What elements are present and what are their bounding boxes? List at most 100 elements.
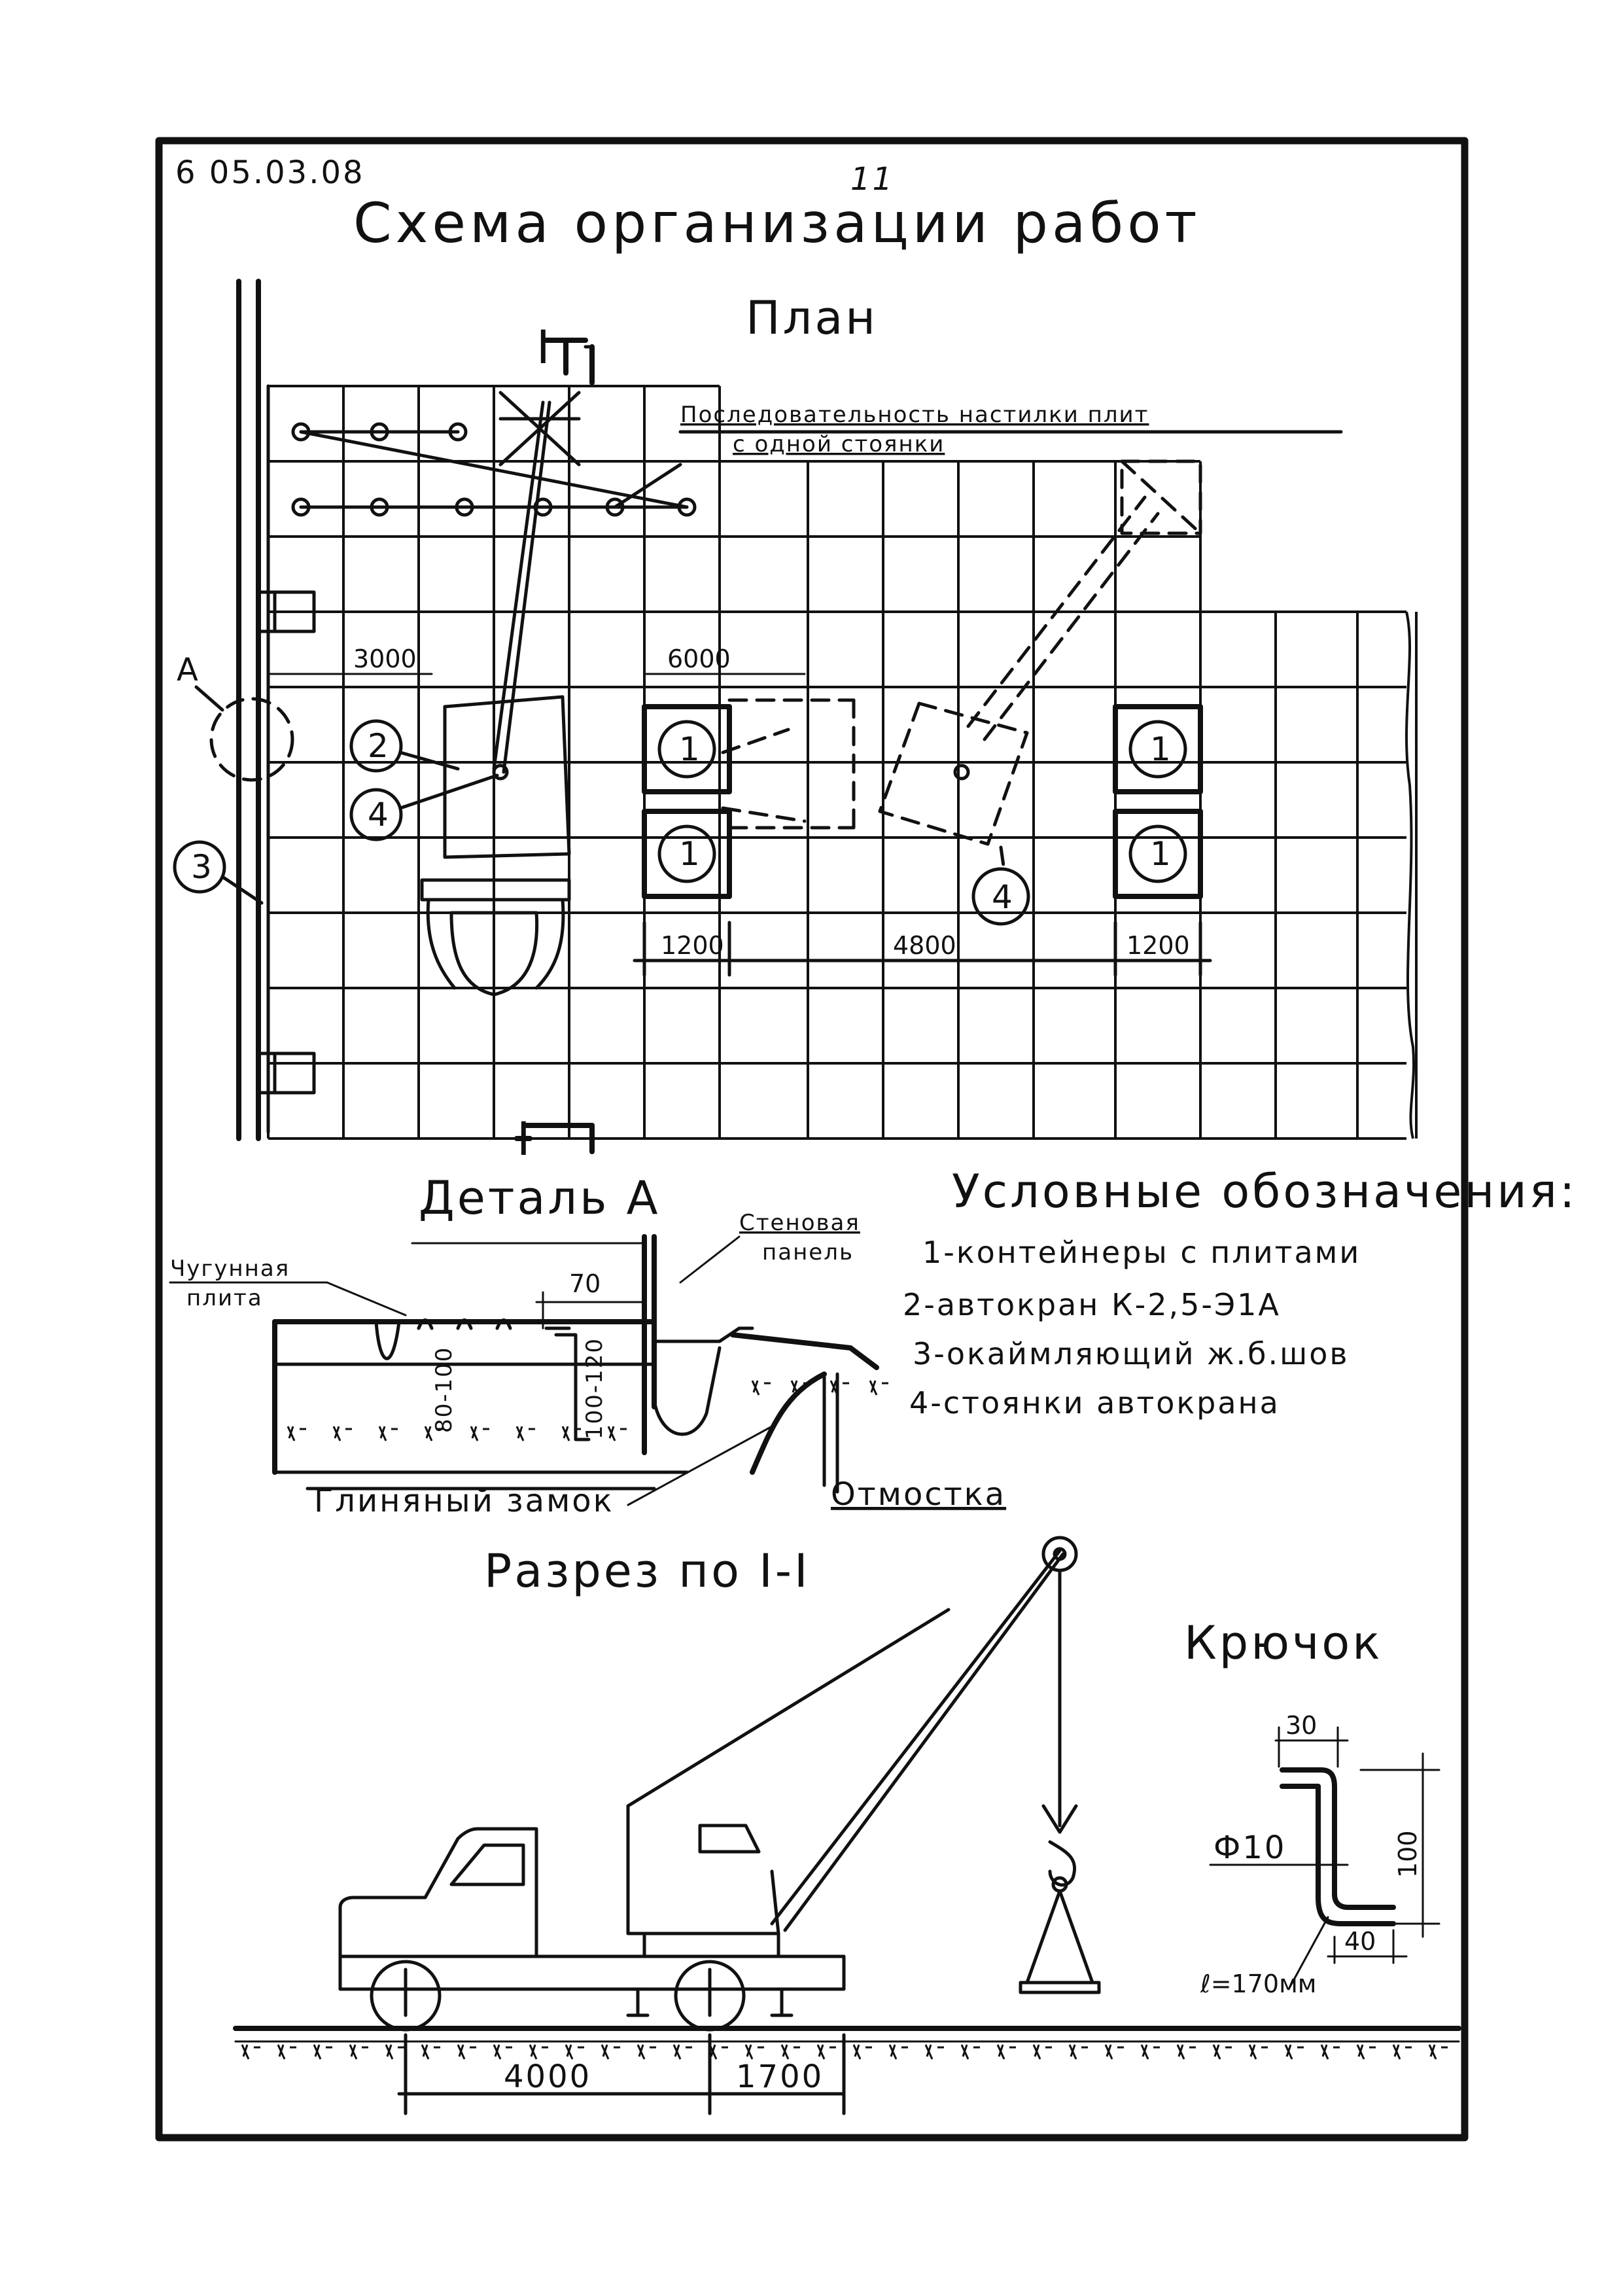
hatch-mark: [708, 2044, 728, 2060]
hatch-mark: [1212, 2044, 1232, 2060]
page-number: 11: [850, 161, 894, 198]
hatch-mark: [529, 2044, 548, 2060]
hatch-mark: [493, 2044, 512, 2060]
container-marker: 1: [1150, 730, 1171, 768]
hook-dim-30: 30: [1285, 1711, 1317, 1740]
hatch-mark: [561, 1426, 581, 1441]
hatch-mark: [241, 2044, 260, 2060]
hatch-mark: [349, 2044, 368, 2060]
hatch-mark: [816, 2044, 836, 2060]
crane-plan-dashed: [721, 459, 1202, 872]
section-mark-top: I: [536, 321, 553, 374]
legend-heading: Условные обозначения:: [952, 1165, 1577, 1218]
hatch-mark: [287, 1426, 306, 1441]
label-cast-iron-2: плита: [186, 1285, 263, 1311]
dim-4800: 4800: [893, 931, 956, 960]
seam-marker: 3: [191, 848, 212, 886]
hatch-mark: [1248, 2044, 1268, 2060]
hook-dim-100: 100: [1393, 1830, 1422, 1878]
hatch-mark: [457, 2044, 476, 2060]
label-wall-1: Стеновая: [739, 1210, 860, 1236]
dim-1700: 1700: [736, 2058, 824, 2095]
hatch-mark: [924, 2044, 944, 2060]
dim-6000: 6000: [667, 645, 731, 673]
dim-1200-right: 1200: [1126, 931, 1190, 960]
crane-marker: 2: [368, 727, 389, 765]
hatch-mark: [672, 2044, 692, 2060]
hatch-mark: [607, 1426, 627, 1441]
sheet-code: 6 05.03.08: [175, 154, 365, 191]
hatch-mark: [332, 1426, 352, 1441]
hatch-mark: [378, 1426, 398, 1441]
hatch-mark: [996, 2044, 1016, 2060]
hatch-mark: [888, 2044, 908, 2060]
detail-a-heading: Деталь А: [419, 1171, 661, 1225]
ground-hatching: [287, 1380, 888, 1441]
section-heading: Разрез по I-I: [484, 1544, 811, 1598]
section-mark-bottom: I: [517, 1112, 533, 1166]
hatch-mark: [637, 2044, 656, 2060]
hatch-mark: [313, 2044, 332, 2060]
stand-marker: 4: [992, 878, 1013, 916]
legend-item: 3-окаймляющий ж.б.шов: [913, 1336, 1350, 1371]
legend-item: 1-контейнеры с плитами: [922, 1235, 1361, 1270]
crane-plan-solid: [420, 400, 571, 997]
hatch-mark: [744, 2044, 764, 2060]
page-title: Схема организации работ: [353, 191, 1201, 255]
dim-100-120: 100-120: [582, 1337, 608, 1439]
hatch-mark: [421, 2044, 440, 2060]
sequence-note-line2: с одной стоянки: [733, 431, 945, 457]
hatch-mark: [1392, 2044, 1412, 2060]
hatch-mark: [1068, 2044, 1088, 2060]
hatch-mark: [1176, 2044, 1196, 2060]
hook-detail: Крючок 30 100 Ф10 40 ℓ=170мм: [1184, 1616, 1440, 1998]
hatch-mark: [277, 2044, 296, 2060]
break-line: [1405, 611, 1416, 1139]
hatch-mark: [829, 1380, 849, 1396]
section-line-marker: I I: [514, 321, 595, 1166]
hatch-mark: [780, 2044, 800, 2060]
hook-length-note: ℓ=170мм: [1200, 1969, 1316, 1998]
hatch-mark: [1140, 2044, 1160, 2060]
label-wall-2: панель: [762, 1239, 854, 1265]
container-marker: 1: [679, 835, 700, 873]
hatch-mark: [960, 2044, 980, 2060]
container-marker: 1: [679, 730, 700, 768]
plan-callouts: 2 4 4 3 А: [173, 652, 1030, 926]
hatch-mark: [1104, 2044, 1124, 2060]
hatch-mark: [1428, 2044, 1448, 2060]
hatch-mark: [852, 2044, 872, 2060]
detail-a-drawing: Чугунная плита Стеновая панель 70 80-100…: [169, 1210, 1004, 1519]
plan-dimensions: 3000 6000 1200 4800 1200: [267, 645, 1212, 977]
section-drawing: 4000 1700: [233, 1536, 1461, 2115]
slab-grid: [267, 385, 1418, 1140]
hatch-mark: [1356, 2044, 1376, 2060]
dim-1200-left: 1200: [661, 931, 724, 960]
hatch-mark: [385, 2044, 404, 2060]
hatch-mark: [751, 1380, 771, 1396]
hatch-mark: [1032, 2044, 1052, 2060]
sheet-frame: [155, 137, 1469, 2142]
hatch-mark: [869, 1380, 888, 1396]
legend: Условные обозначения: 1-контейнеры с пли…: [903, 1165, 1577, 1421]
legend-item: 4-стоянки автокрана: [909, 1385, 1280, 1421]
container-slabs: 1 1 1 1: [642, 704, 1203, 899]
hatch-mark: [565, 2044, 584, 2060]
hatch-mark: [601, 2044, 620, 2060]
stand-marker: 4: [368, 796, 389, 834]
hook-dim-40: 40: [1344, 1927, 1376, 1956]
hatch-mark: [790, 1380, 810, 1396]
hook-heading: Крючок: [1184, 1616, 1383, 1670]
hatch-mark: [1284, 2044, 1304, 2060]
dim-3000: 3000: [353, 645, 417, 673]
dim-70: 70: [569, 1269, 601, 1298]
plan-drawing: I I Последовательность настил: [173, 279, 1418, 1166]
hatch-mark: [515, 1426, 535, 1441]
container-marker: 1: [1150, 835, 1171, 873]
legend-item: 2-автокран К-2,5-Э1А: [903, 1287, 1281, 1322]
plan-heading: План: [746, 291, 878, 345]
ground-hatching: [241, 2044, 1448, 2060]
sequence-note-line1: Последовательность настилки плит: [680, 402, 1149, 428]
detail-a-callout: А: [177, 652, 200, 688]
